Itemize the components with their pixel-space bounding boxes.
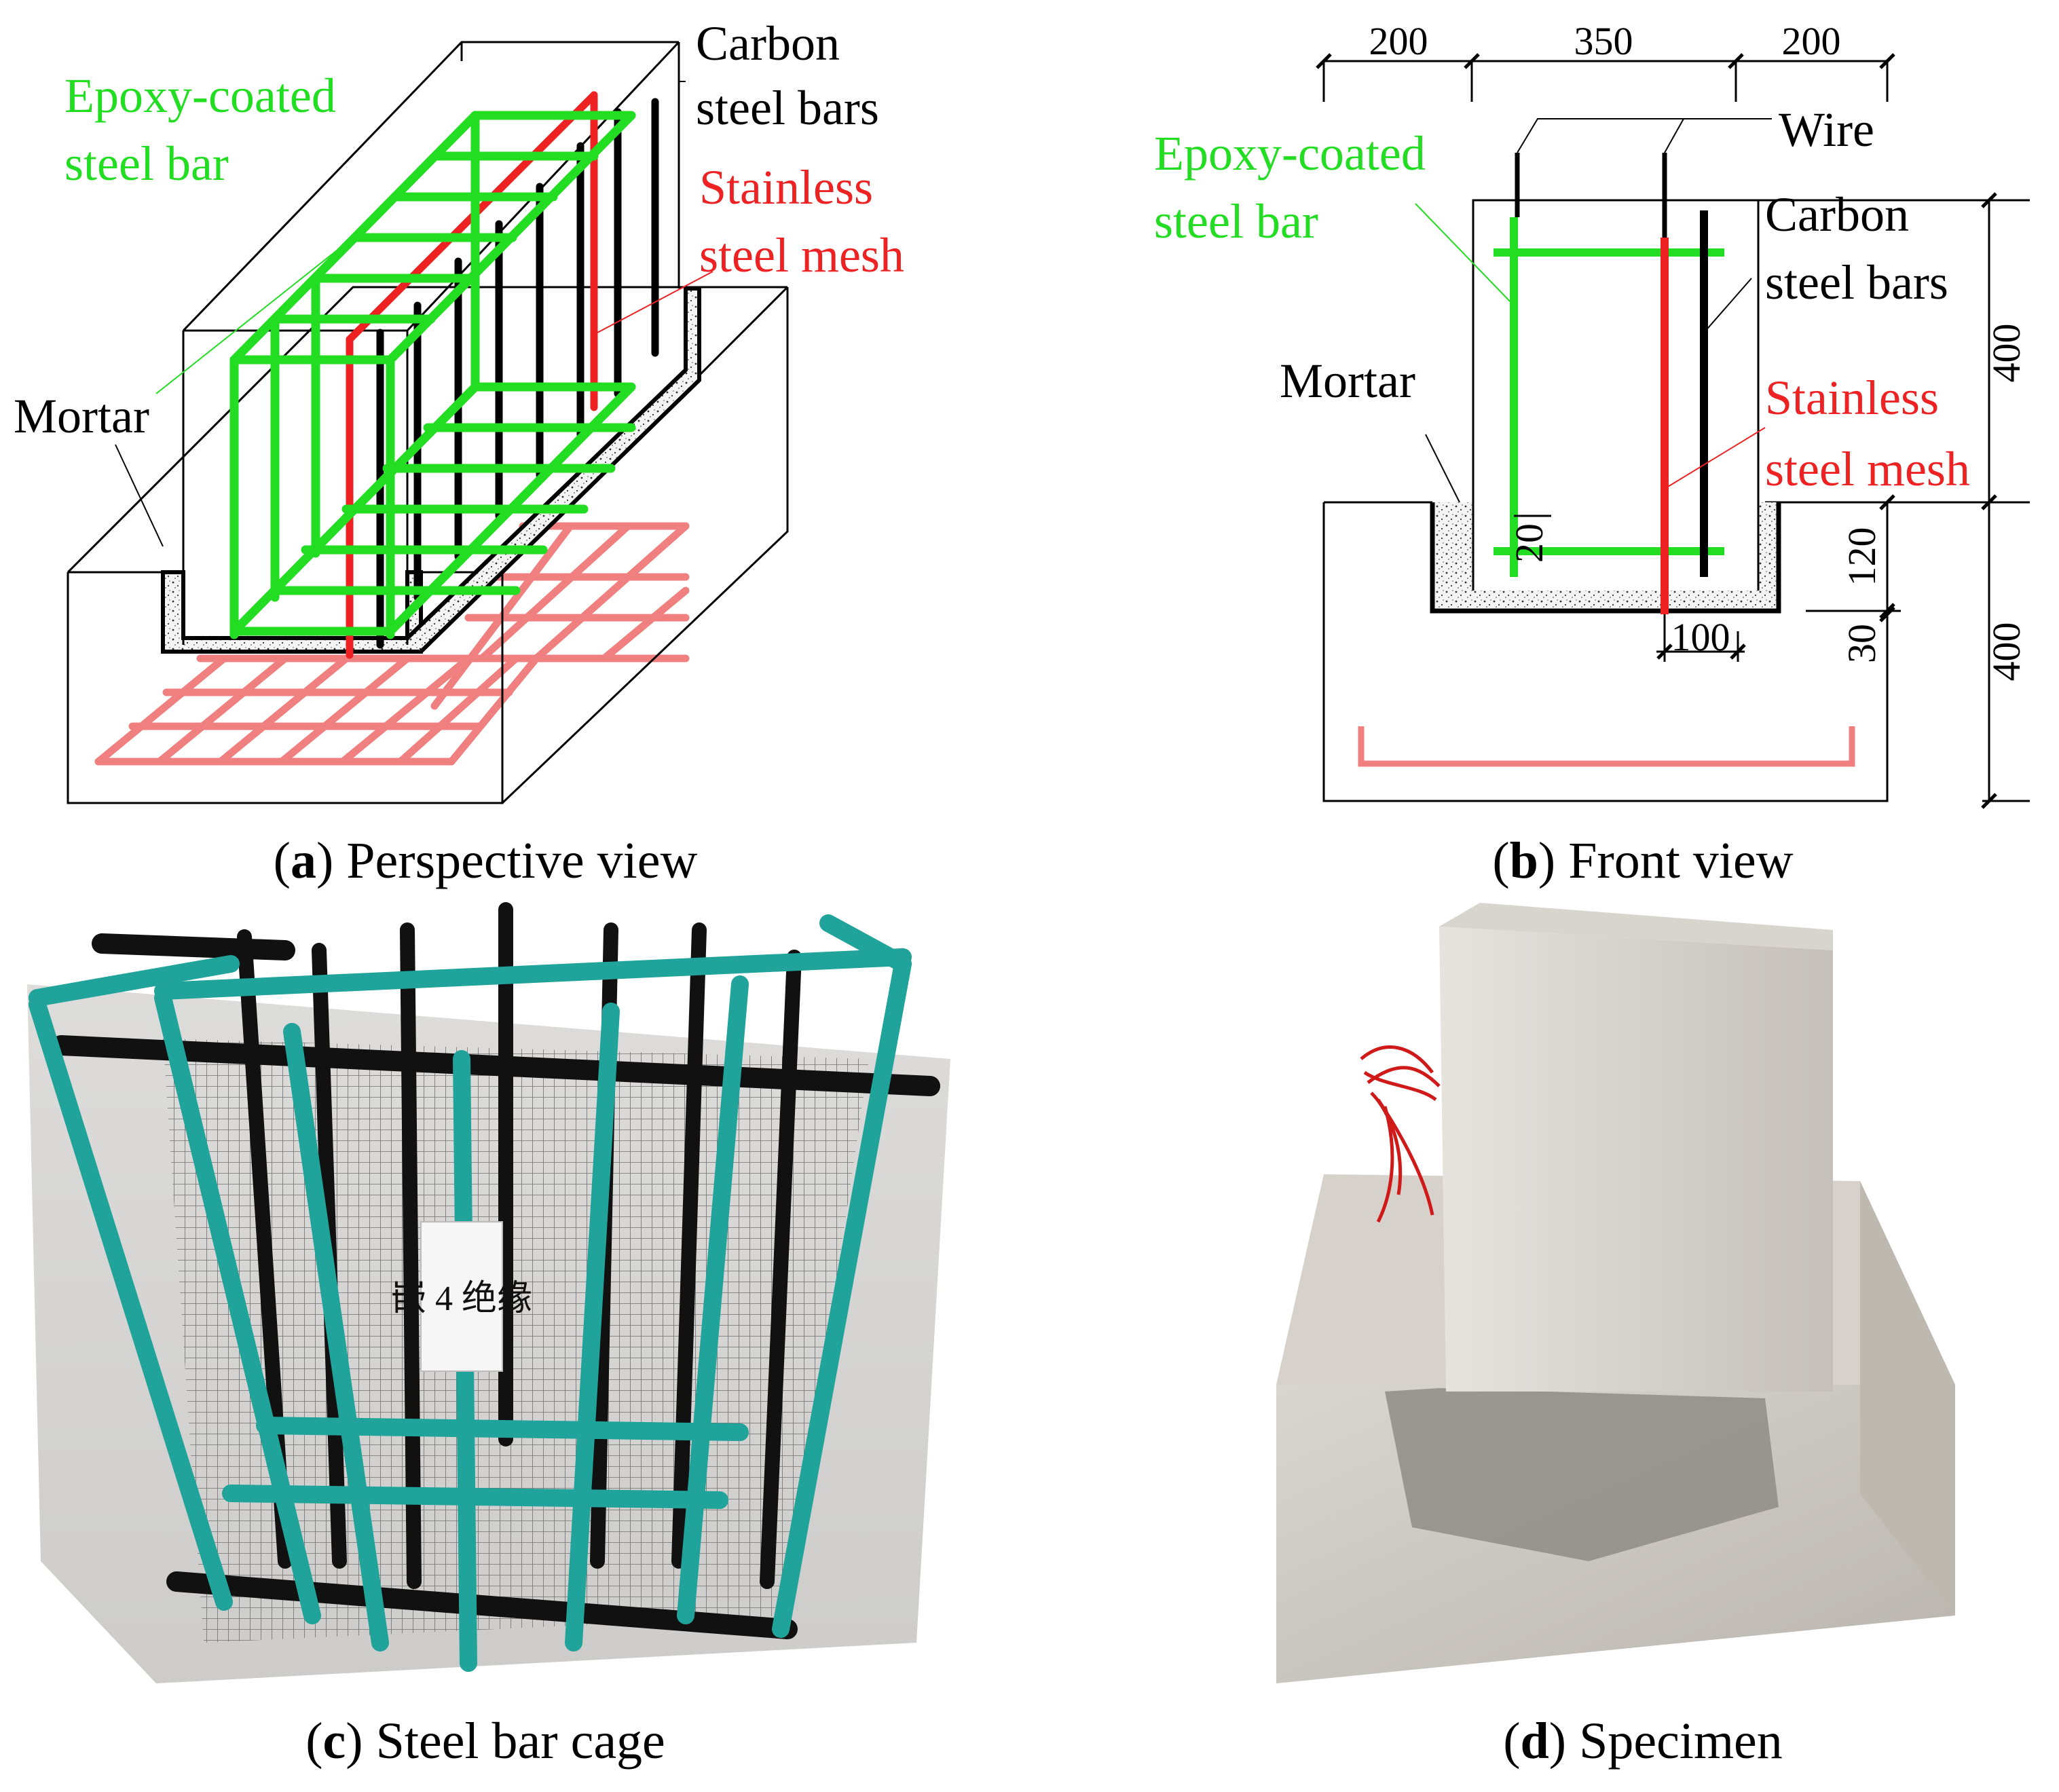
label-mortar-a: Mortar (14, 389, 149, 443)
panel-a-perspective-view: Epoxy-coated steel bar Carbon steel bars… (14, 16, 904, 889)
caption-d-text: Specimen (1579, 1713, 1783, 1770)
caption-c-text: Steel bar cage (376, 1713, 665, 1770)
specimen-mortar-patch (1385, 1388, 1779, 1561)
caption-d-letter: d (1521, 1713, 1549, 1770)
dim-right-lower: 400 (1984, 622, 2028, 682)
label-mortar-b: Mortar (1280, 354, 1415, 408)
caption-c-letter: c (323, 1713, 346, 1770)
specimen-red-wires (1360, 1045, 1441, 1223)
label-epoxy-a1: Epoxy-coated (64, 69, 336, 123)
label-carbon-b1: Carbon (1765, 187, 1909, 242)
cage-label-tag (420, 1221, 503, 1372)
dim-cover-30: 30 (1840, 624, 1884, 663)
base-block (67, 286, 789, 804)
front-base-block (1322, 501, 1889, 802)
panel-a-leaders (115, 81, 713, 547)
specimen-column-top (1439, 903, 1833, 950)
dim-right-upper: 400 (1984, 324, 2028, 383)
dim-top-left: 200 (1369, 19, 1428, 63)
panel-b-front-view: 200 350 200 (1154, 19, 2030, 889)
label-stainless-a2: steel mesh (699, 228, 904, 282)
specimen-base-side (1860, 1181, 1955, 1616)
dim-top-mid: 350 (1574, 19, 1633, 63)
label-stainless-b2: steel mesh (1765, 442, 1970, 496)
dim-cover-20: 20 (1507, 523, 1551, 563)
label-wire-b: Wire (1779, 102, 1874, 157)
panel-c-steel-bar-cage-photo: 嵌 4 绝缘 (c) Steel bar cage (27, 902, 950, 1770)
right-dimension-line (1758, 192, 2030, 809)
caption-b: (b) Front view (1492, 832, 1793, 889)
column-block (182, 41, 680, 645)
dim-top-right: 200 (1782, 19, 1841, 63)
caption-d: (d) Specimen (1503, 1713, 1783, 1770)
dim-cover-120: 120 (1840, 527, 1884, 586)
caption-b-letter: b (1510, 832, 1538, 889)
top-dimension-line (1316, 53, 1895, 102)
cover-dimension-lines (1514, 494, 1901, 665)
cage-tag-text: 嵌 4 绝缘 (391, 1280, 532, 1318)
label-carbon-a1: Carbon (696, 16, 840, 71)
label-stainless-b1: Stainless (1765, 371, 1939, 425)
caption-c: (c) Steel bar cage (305, 1713, 665, 1770)
caption-b-text: Front view (1568, 832, 1794, 889)
stainless-mesh-base (94, 522, 690, 766)
caption-a-text: Perspective view (346, 832, 697, 889)
panel-d-specimen-photo: (d) Specimen (1276, 903, 1955, 1770)
label-carbon-a2: steel bars (696, 81, 879, 135)
front-mortar (1432, 502, 1779, 611)
label-epoxy-a2: steel bar (64, 136, 229, 191)
caption-a: (a) Perspective view (274, 832, 698, 889)
label-epoxy-b1: Epoxy-coated (1154, 126, 1426, 181)
wires (1515, 118, 1772, 238)
label-carbon-b2: steel bars (1765, 255, 1948, 310)
dim-spacing-100: 100 (1671, 615, 1730, 659)
epoxy-coated-bar-cage (229, 111, 636, 639)
front-column (1472, 199, 1760, 591)
front-trough-outline (1430, 502, 1781, 614)
label-stainless-a1: Stainless (699, 160, 873, 214)
specimen-column-front (1439, 927, 1833, 1392)
label-epoxy-b2: steel bar (1154, 194, 1318, 248)
caption-a-letter: a (291, 832, 316, 889)
carbon-steel-bars (376, 98, 659, 649)
front-stainless-mesh-base (1358, 726, 1855, 767)
panel-b-leaders (1415, 203, 1766, 503)
